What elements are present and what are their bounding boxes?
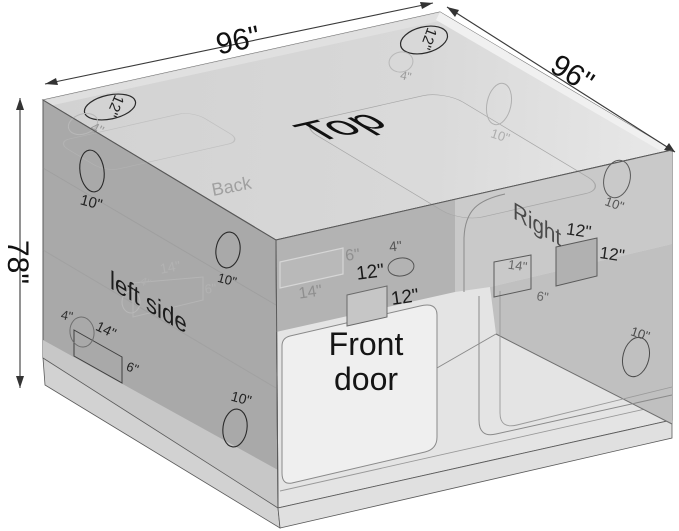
right-duct-12-label-top: 12" bbox=[565, 219, 592, 241]
edge-top-front bbox=[275, 149, 673, 241]
floor-back-junction bbox=[429, 333, 497, 373]
front-duct-12-label-right: 12" bbox=[390, 285, 421, 310]
lid-edge-back-right bbox=[436, 12, 672, 154]
dim-78-label: 78" bbox=[1, 240, 34, 284]
front-door-label-line1: Front bbox=[329, 326, 404, 362]
front-vent-6-label: 6" bbox=[344, 246, 360, 264]
back-vent-6-faint-label: 6" bbox=[204, 280, 218, 296]
top-port-10-faint-label: 10" bbox=[489, 126, 512, 146]
back-door-outline-faint bbox=[62, 113, 236, 170]
right-wall-upper bbox=[455, 150, 672, 292]
left-face-seam-2 bbox=[42, 249, 277, 389]
right-wall-lower bbox=[490, 244, 672, 424]
dim-width-right bbox=[446, 6, 676, 153]
dim-height bbox=[16, 98, 24, 388]
left-port-10-mid bbox=[215, 231, 241, 269]
top-port-4-right-label: 4" bbox=[399, 68, 413, 84]
back-port-4-faint-label: 4" bbox=[138, 274, 153, 291]
top-duct-12-right bbox=[399, 25, 449, 55]
left-port-4-label: 4" bbox=[60, 307, 75, 324]
front-vent-14-label: 14" bbox=[298, 282, 324, 302]
left-port-4 bbox=[69, 316, 95, 348]
front-port-4 bbox=[387, 257, 415, 277]
right-port-10-lower bbox=[621, 336, 651, 378]
right-port-10-upper-label: 10" bbox=[603, 193, 626, 214]
left-port-10-lower-label: 10" bbox=[229, 388, 253, 409]
left-port-10-upper bbox=[79, 149, 105, 193]
back-wall-vent-14x6-faint bbox=[132, 276, 204, 318]
top-port-4-right-faint bbox=[388, 51, 414, 73]
edge-front-corner bbox=[275, 239, 279, 509]
front-top-strip bbox=[276, 199, 455, 332]
left-face-floor-light bbox=[43, 340, 278, 508]
dim-width-back bbox=[44, 2, 434, 85]
right-port-10-upper bbox=[603, 159, 631, 199]
lid-edge-back-left bbox=[43, 12, 444, 106]
top-duct-12-left bbox=[83, 93, 137, 121]
front-duct-12-label-top: 12" bbox=[355, 260, 385, 284]
right-door-line-2 bbox=[499, 291, 673, 427]
front-door-panel bbox=[281, 304, 438, 484]
front-seam bbox=[279, 402, 673, 492]
right-wall-door-outline bbox=[463, 193, 506, 292]
front-vent-14x6 bbox=[279, 247, 344, 289]
right-duct-12-square bbox=[555, 237, 598, 287]
floor-right-junction bbox=[495, 333, 673, 425]
right-wall-vent-14x6 bbox=[493, 254, 532, 298]
top-port-10-faint bbox=[485, 82, 513, 126]
left-port-10-upper-label: 10" bbox=[78, 192, 104, 214]
left-port-10-lower bbox=[222, 408, 248, 448]
right-vent-14-label: 14" bbox=[507, 257, 528, 275]
left-face-vent-14x6 bbox=[73, 329, 123, 384]
top-panel-outline bbox=[309, 94, 596, 219]
left-vent-6-label: 6" bbox=[124, 359, 141, 377]
right-port-10-lower-label: 10" bbox=[629, 324, 652, 344]
edge-top-left bbox=[42, 99, 277, 241]
back-port-4-faint bbox=[121, 290, 141, 314]
right-door-line-1 bbox=[478, 296, 673, 436]
back-vent-14-faint-label: 14" bbox=[159, 257, 182, 276]
left-port-10-mid-label: 10" bbox=[216, 270, 239, 290]
front-door-label-line2: door bbox=[334, 361, 398, 397]
top-port-4-left-faint bbox=[67, 112, 99, 136]
left-face-seam-1 bbox=[42, 167, 277, 306]
front-hem bbox=[277, 419, 673, 529]
front-duct-12-square bbox=[346, 285, 388, 327]
right-vent-6-label: 6" bbox=[536, 288, 550, 305]
right-duct-12-label-right: 12" bbox=[598, 243, 625, 265]
top-duct-12-right-label: 12" bbox=[416, 25, 440, 52]
front-port-4-label: 4" bbox=[388, 237, 402, 254]
